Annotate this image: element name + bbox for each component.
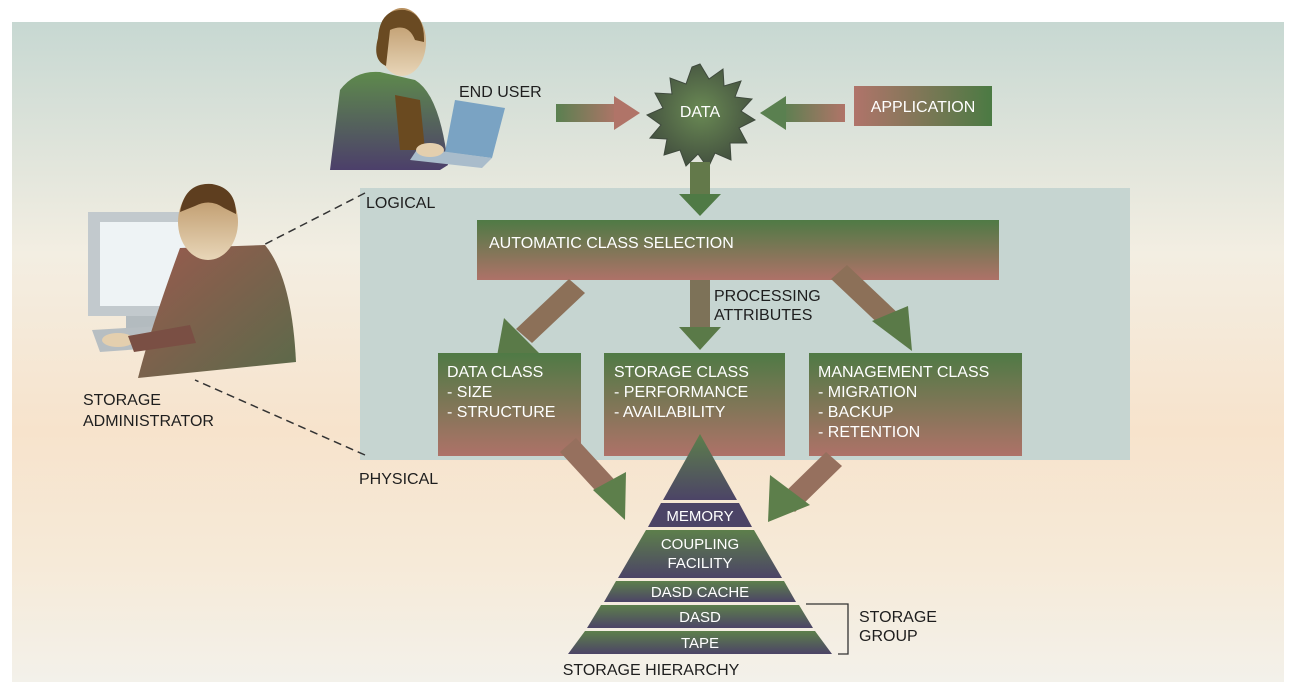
arrow-acs-to-management-class (831, 265, 912, 351)
data-class-title: DATA CLASS (447, 364, 543, 381)
application-label: APPLICATION (871, 99, 976, 116)
dasd-cache-label: DASD CACHE (651, 584, 749, 601)
data-label: DATA (680, 104, 721, 121)
storage-group-label-line1: STORAGE (859, 609, 937, 626)
coupling-facility-label-line2: FACILITY (667, 555, 732, 572)
storage-hierarchy-pyramid: MEMORY COUPLING FACILITY DASD CACHE DASD… (568, 434, 832, 654)
arrow-acs-to-data-class (497, 279, 585, 356)
coupling-facility-label-line1: COUPLING (661, 536, 739, 553)
dashed-line-physical (194, 379, 366, 456)
data-class-item: - STRUCTURE (447, 404, 555, 421)
data-class-box: DATA CLASS - SIZE - STRUCTURE (438, 353, 581, 456)
management-class-item: - BACKUP (818, 404, 894, 421)
pyramid-coupling-tier (618, 530, 782, 578)
storage-class-item: - PERFORMANCE (614, 384, 748, 401)
pyramid-dasd-tier (587, 605, 813, 628)
pyramid-tip (663, 434, 737, 500)
arrow-acs-to-storage-class (679, 280, 721, 350)
data-class-item: - SIZE (447, 384, 492, 401)
physical-label: PHYSICAL (359, 471, 438, 488)
arrow-management-class-to-hierarchy (768, 452, 842, 522)
logical-label: LOGICAL (366, 195, 435, 212)
storage-class-title: STORAGE CLASS (614, 364, 749, 381)
dasd-label: DASD (679, 609, 721, 626)
processing-attributes-line1: PROCESSING (714, 288, 821, 305)
tape-label: TAPE (681, 635, 719, 652)
arrow-data-class-to-hierarchy (560, 438, 626, 520)
storage-administrator-label-line1: STORAGE (83, 392, 161, 409)
arrow-application-to-data (760, 96, 845, 130)
storage-administrator-icon (88, 183, 296, 378)
pyramid-memory-tier (648, 503, 752, 527)
memory-label: MEMORY (666, 508, 733, 525)
storage-administrator-label-line2: ADMINISTRATOR (83, 413, 214, 430)
data-starburst-icon (645, 63, 757, 169)
storage-class-item: - AVAILABILITY (614, 404, 726, 421)
arrow-data-to-acs (679, 162, 721, 216)
pyramid-dasd-cache-tier (604, 581, 796, 602)
application-box (854, 86, 992, 126)
arrow-enduser-to-data (556, 96, 640, 130)
storage-group-label-line2: GROUP (859, 628, 918, 645)
management-class-item: - RETENTION (818, 424, 920, 441)
acs-box (477, 220, 999, 280)
management-class-item: - MIGRATION (818, 384, 917, 401)
pyramid-tape-tier (568, 631, 832, 654)
processing-attributes-line2: ATTRIBUTES (714, 307, 812, 324)
end-user-label: END USER (459, 84, 542, 101)
acs-label: AUTOMATIC CLASS SELECTION (489, 235, 734, 252)
storage-class-box: STORAGE CLASS - PERFORMANCE - AVAILABILI… (604, 353, 785, 456)
management-class-box: MANAGEMENT CLASS - MIGRATION - BACKUP - … (809, 353, 1022, 456)
end-user-icon (330, 8, 505, 170)
storage-group-bracket (806, 603, 849, 655)
management-class-title: MANAGEMENT CLASS (818, 364, 989, 381)
storage-hierarchy-label: STORAGE HIERARCHY (563, 662, 740, 679)
